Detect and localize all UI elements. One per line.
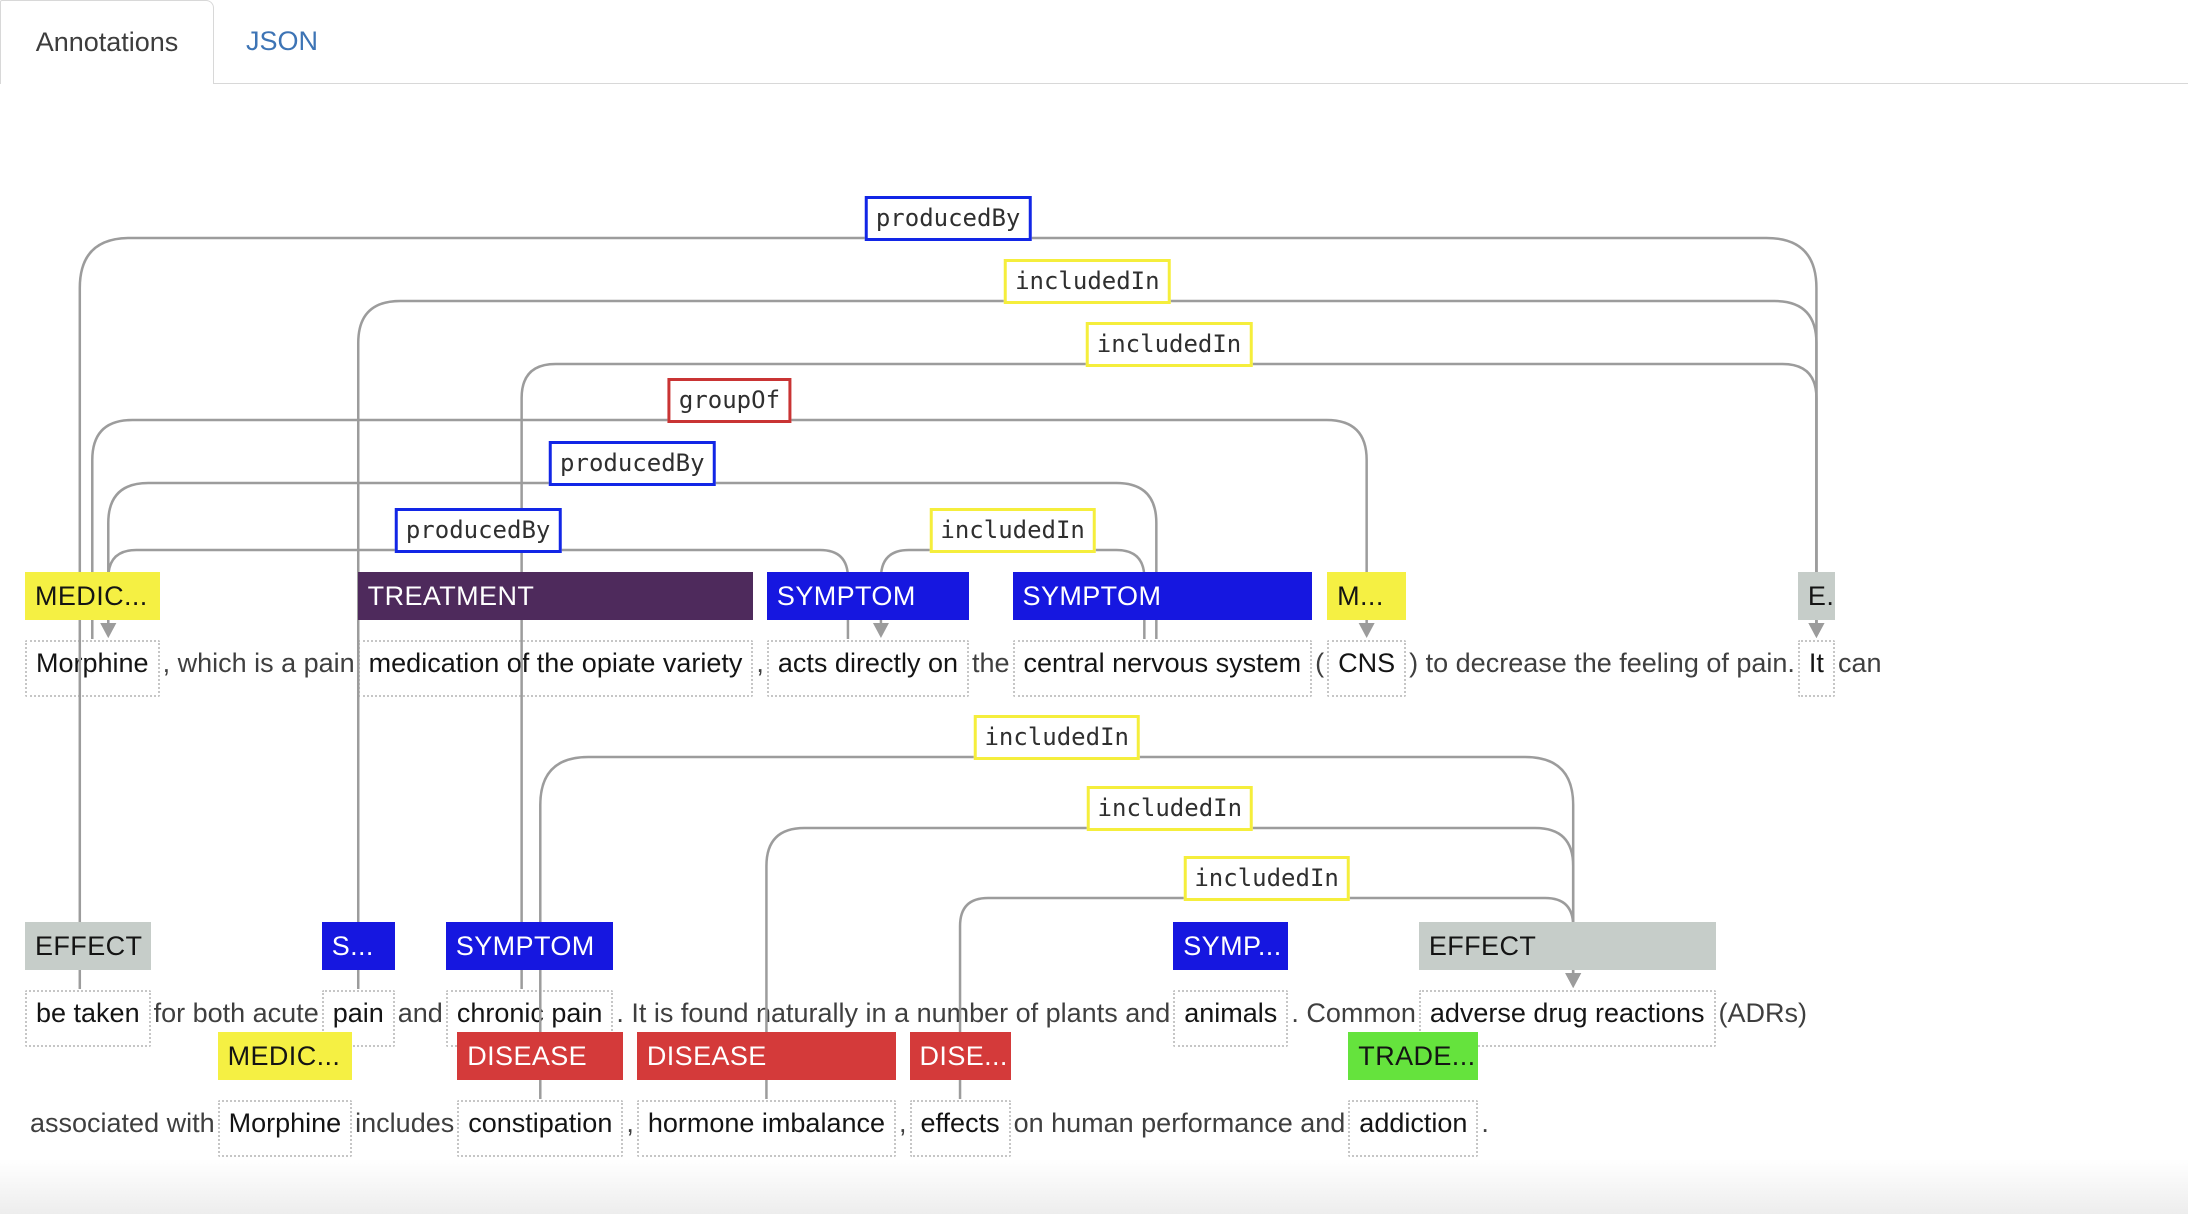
relation-label-includedIn-8[interactable]: includedIn bbox=[1086, 786, 1254, 831]
relation-label-includedIn-2[interactable]: includedIn bbox=[1085, 322, 1253, 367]
entity-label-effect-e11[interactable]: EFFECT bbox=[1418, 922, 1716, 970]
tab-bar: Annotations JSON bbox=[0, 0, 2188, 84]
plain-text: on human performance and bbox=[1013, 1108, 1346, 1138]
entity-label-disease-e13[interactable]: DISEASE bbox=[457, 1032, 624, 1080]
arrowhead-0 bbox=[1808, 623, 1825, 638]
arrowhead-1 bbox=[1808, 623, 1825, 638]
plain-text: associated with bbox=[30, 1108, 215, 1138]
plain-text: for both acute bbox=[153, 998, 319, 1028]
plain-text: can bbox=[1837, 648, 1882, 678]
relation-label-producedBy-0[interactable]: producedBy bbox=[864, 196, 1032, 241]
plain-text: the bbox=[971, 648, 1010, 678]
arrowhead-2 bbox=[1808, 623, 1825, 638]
entity-label-medication-e5[interactable]: M... bbox=[1327, 572, 1407, 620]
plain-text: , bbox=[626, 1108, 634, 1138]
entity-label-disease-e14[interactable]: DISEASE bbox=[636, 1032, 896, 1080]
entity-label-effect-e7[interactable]: EFFECT bbox=[25, 922, 151, 970]
arrowhead-3 bbox=[1358, 623, 1375, 638]
relation-label-includedIn-6[interactable]: includedIn bbox=[929, 508, 1096, 553]
arrowhead-9 bbox=[1565, 973, 1582, 988]
relation-label-includedIn-7[interactable]: includedIn bbox=[973, 715, 1140, 760]
entity-label-symptom-e3[interactable]: SYMPTOM bbox=[766, 572, 969, 620]
entity-label-medication-e1[interactable]: MEDIC... bbox=[25, 572, 160, 620]
plain-text: , bbox=[756, 648, 764, 678]
tab-bar-divider bbox=[0, 83, 2188, 84]
relation-label-includedIn-9[interactable]: includedIn bbox=[1183, 856, 1350, 901]
plain-text: , which is a pain bbox=[162, 648, 355, 678]
arrowhead-8 bbox=[1565, 973, 1582, 988]
relation-label-producedBy-4[interactable]: producedBy bbox=[549, 441, 716, 486]
entity-label-symptom-e9[interactable]: SYMPTOM bbox=[445, 922, 614, 970]
plain-text: . bbox=[1481, 1108, 1489, 1138]
plain-text: and bbox=[397, 998, 443, 1028]
arrowhead-4 bbox=[100, 623, 117, 638]
plain-text: ) to decrease the feeling of pain. bbox=[1409, 648, 1795, 678]
plain-text: (ADRs) bbox=[1718, 998, 1808, 1028]
arrowhead-7 bbox=[1565, 973, 1582, 988]
entity-label-trademark-e16[interactable]: TRADE... bbox=[1348, 1032, 1479, 1080]
relation-label-groupOf-3[interactable]: groupOf bbox=[667, 378, 792, 423]
arrowhead-6 bbox=[872, 623, 889, 638]
tab-annotations[interactable]: Annotations bbox=[0, 0, 214, 84]
entity-label-symptom-e8[interactable]: S... bbox=[321, 922, 395, 970]
arrowhead-5 bbox=[100, 623, 117, 638]
entity-label-treatment-e2[interactable]: TREATMENT bbox=[357, 572, 754, 620]
entity-label-disease-e15[interactable]: DISE... bbox=[909, 1032, 1011, 1080]
entity-label-effect-e6[interactable]: E. bbox=[1797, 572, 1835, 620]
relation-label-producedBy-5[interactable]: producedBy bbox=[394, 508, 562, 553]
entity-label-symptom-e10[interactable]: SYMP... bbox=[1173, 922, 1289, 970]
plain-text: includes bbox=[355, 1108, 455, 1138]
plain-text: ( bbox=[1315, 648, 1325, 678]
tab-annotations-label: Annotations bbox=[35, 27, 179, 57]
plain-text: , bbox=[899, 1108, 907, 1138]
entity-label-medication-e12[interactable]: MEDIC... bbox=[217, 1032, 353, 1080]
tab-json-label: JSON bbox=[245, 26, 318, 56]
relation-label-includedIn-1[interactable]: includedIn bbox=[1004, 259, 1171, 304]
tab-json[interactable]: JSON bbox=[212, 0, 352, 83]
bottom-fade bbox=[0, 1159, 2188, 1214]
entity-label-symptom-e4[interactable]: SYMPTOM bbox=[1012, 572, 1313, 620]
